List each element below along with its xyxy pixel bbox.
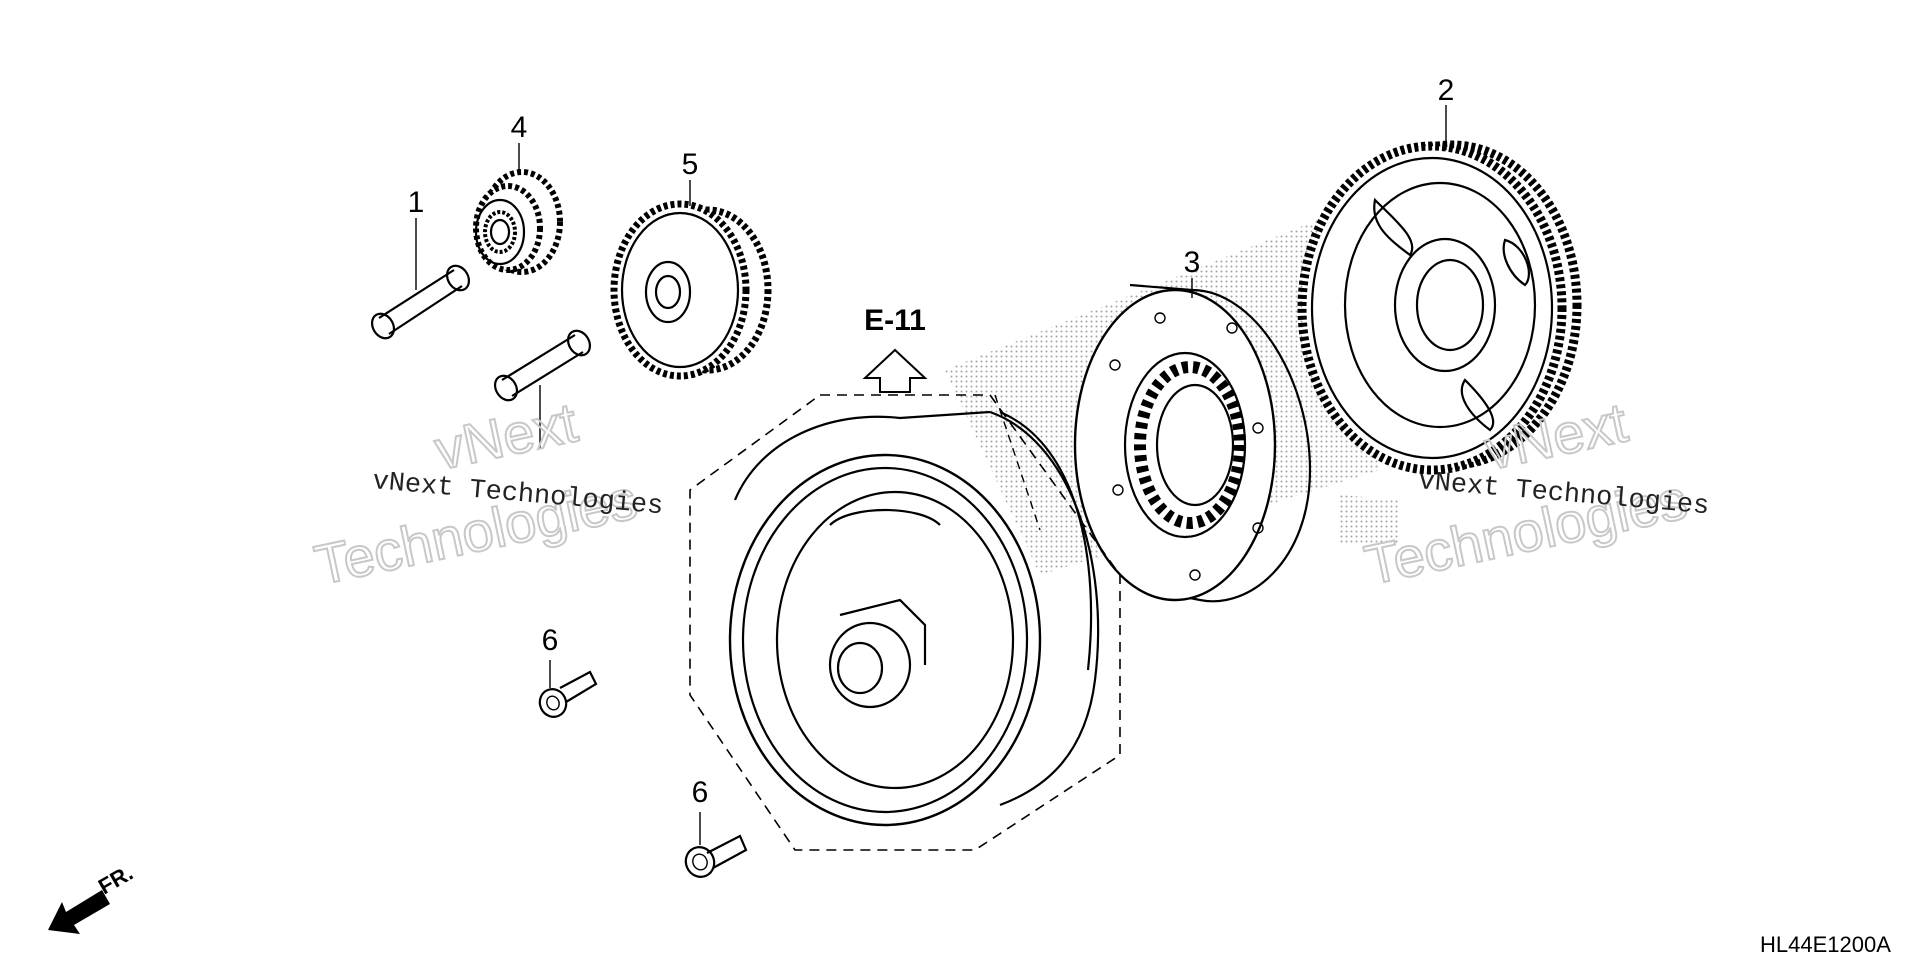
up-arrow-icon xyxy=(862,348,928,393)
watermark-left: Technologies vNext vNext Technologies xyxy=(308,389,664,597)
part-3-clutch[interactable] xyxy=(1073,283,1312,603)
part-5-gear[interactable] xyxy=(610,200,772,380)
diagram-code: HL44E1200A xyxy=(1760,932,1891,957)
drum-leader-dashed xyxy=(994,394,1041,531)
part-2-large-gear[interactable] xyxy=(1297,140,1582,475)
part-1-pin-lower[interactable] xyxy=(491,327,595,405)
front-direction-arrow-icon xyxy=(48,890,110,934)
callout-part-6-lower: 6 xyxy=(692,776,709,809)
reference-label[interactable]: E-11 xyxy=(864,304,926,337)
callout-part-6-upper: 6 xyxy=(542,624,559,657)
callout-part-4: 4 xyxy=(511,111,528,144)
part-6-bolt-lower[interactable] xyxy=(681,834,748,882)
part-6-bolt-upper[interactable] xyxy=(535,670,598,721)
callout-part-2: 2 xyxy=(1438,74,1455,107)
svg-text:vNext: vNext xyxy=(429,390,583,481)
callout-part-1: 1 xyxy=(408,186,425,219)
callout-part-5: 5 xyxy=(682,148,699,181)
drum-assembly[interactable] xyxy=(689,394,1121,851)
part-1-pin-upper[interactable] xyxy=(368,262,474,343)
callout-part-3: 3 xyxy=(1184,246,1201,279)
part-4-small-gear[interactable] xyxy=(473,169,563,275)
